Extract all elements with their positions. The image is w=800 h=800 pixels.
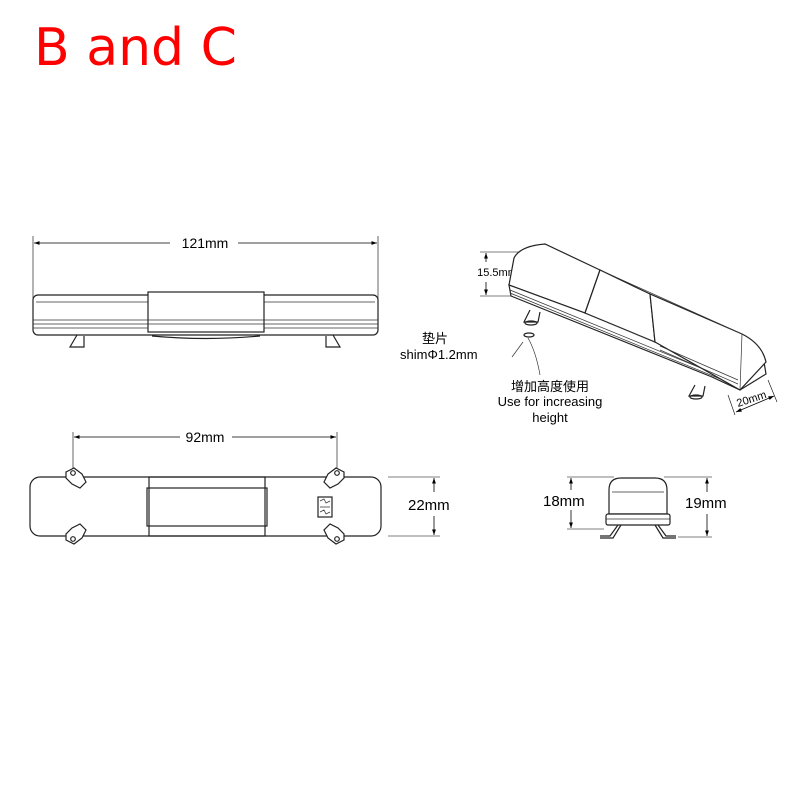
total-height-dimension-label: 19mm (685, 495, 727, 512)
body-height-dimension-label: 18mm (543, 493, 585, 510)
shim-label-en: shimΦ1.2mm (400, 347, 478, 362)
mount-spacing-dimension-label: 92mm (186, 429, 225, 445)
isometric-view: 15.5mm 20mm 垫片 shimΦ1.2mm 增加高度使用 Use (400, 243, 778, 425)
use-label-en-line2: height (532, 410, 568, 425)
front-view: 121mm (32, 235, 379, 348)
iso-height-dimension-label: 15.5mm (477, 267, 517, 279)
width-dimension-label: 22mm (408, 497, 450, 514)
iso-depth-dimension-label: 20mm (735, 389, 768, 410)
shim-label-cn: 垫片 (422, 331, 448, 346)
side-view: 18mm 19mm (543, 476, 727, 539)
length-dimension-label: 121mm (182, 235, 229, 251)
top-view: 92mm 22mm (29, 429, 450, 545)
page-title: B and C (34, 18, 237, 78)
use-label-en-line1: Use for increasing (498, 394, 603, 409)
use-label-cn: 增加高度使用 (511, 379, 589, 394)
